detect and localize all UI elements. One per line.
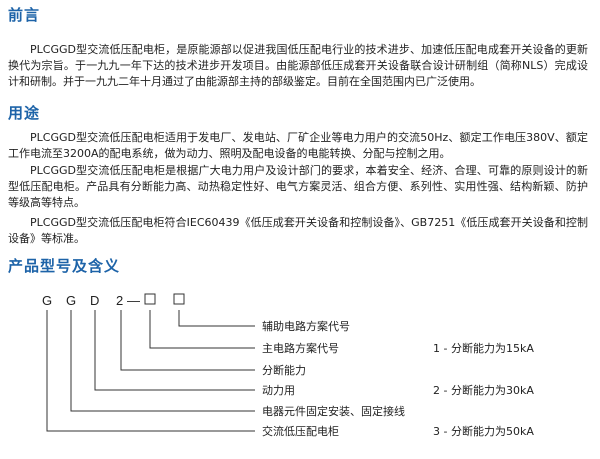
section-title-model: 产品型号及含义 — [8, 257, 121, 275]
connector-cabinet — [46, 310, 255, 432]
code-letter-g1: G — [42, 293, 52, 308]
meaning-aux-circuit: 辅助电路方案代号 — [262, 319, 350, 333]
meaning-power-use: 动力用 — [262, 384, 295, 397]
section-title-usage: 用途 — [8, 104, 41, 122]
capacity-note-2: 2 - 分断能力为30kA — [433, 383, 534, 397]
code-letter-d: D — [90, 293, 99, 308]
preface-paragraph: PLCGGD型交流低压配电柜，是原能源部以促进我国低压配电行业的技术进步、加速低… — [8, 43, 588, 88]
connector-fixed — [70, 310, 255, 412]
connector-power — [94, 310, 255, 391]
aux-circuit-code-box — [173, 293, 185, 305]
meaning-breaking-capacity: 分断能力 — [262, 363, 306, 377]
capacity-note-1: 1 - 分断能力为15kA — [433, 341, 534, 355]
section-title-preface: 前言 — [8, 6, 41, 24]
model-code-diagram: G G D 2 — 辅助电路方案代号 主电路方案代号 分断能力 动力用 电器元件… — [42, 293, 534, 438]
usage-paragraph-2: PLCGGD型交流低压配电柜是根据广大电力用户及设计部门的要求，本着安全、经济、… — [8, 164, 588, 209]
code-letter-2: 2 — [116, 293, 123, 308]
meaning-fixed-install: 电器元件固定安装、固定接线 — [262, 404, 405, 418]
connector-main — [149, 310, 255, 349]
main-circuit-code-box — [144, 293, 156, 305]
connector-aux — [178, 310, 255, 327]
usage-paragraph-3: PLCGGD型交流低压配电柜符合IEC60439《低压成套开关设备和控制设备》、… — [8, 216, 588, 245]
code-dash: — — [127, 293, 140, 308]
usage-paragraph-1: PLCGGD型交流低压配电柜适用于发电厂、发电站、厂矿企业等电力用户的交流50H… — [8, 131, 588, 160]
code-letter-g2: G — [66, 293, 76, 308]
capacity-note-3: 3 - 分断能力为50kA — [433, 424, 534, 438]
meaning-main-circuit: 主电路方案代号 — [262, 341, 339, 355]
connector-capacity — [120, 310, 255, 371]
meaning-ac-cabinet: 交流低压配电柜 — [262, 424, 339, 438]
